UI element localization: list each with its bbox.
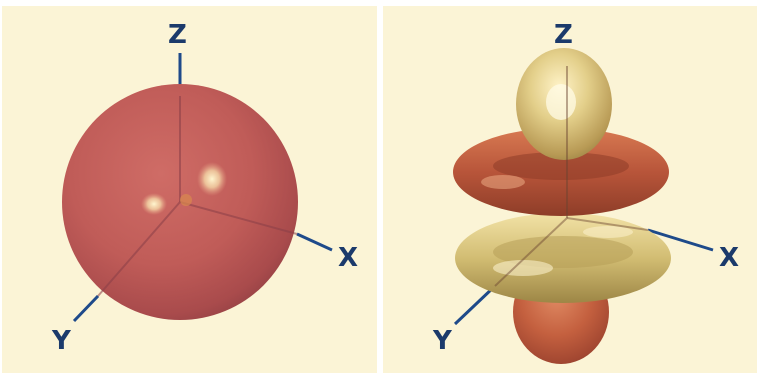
z-axis-label: Z (168, 20, 187, 50)
y-axis-label: Y (51, 326, 72, 356)
y-axis-line (72, 294, 100, 323)
z-axis-label: Z (554, 20, 573, 50)
y-axis-line (453, 284, 497, 326)
x-axis-label: X (719, 243, 739, 273)
x-axis-line (296, 232, 333, 252)
x-axis-label: X (338, 243, 358, 273)
s-orbital-diagram: Z X Y (51, 20, 358, 356)
x-axis-line (647, 228, 714, 252)
y-axis-label: Y (432, 326, 453, 356)
sphere-highlight (197, 162, 227, 196)
d-orbital-panel: Z X Y (383, 6, 757, 373)
s-orbital-panel: Z X Y (2, 6, 377, 373)
d-orbital-diagram: Z X Y (432, 20, 739, 364)
